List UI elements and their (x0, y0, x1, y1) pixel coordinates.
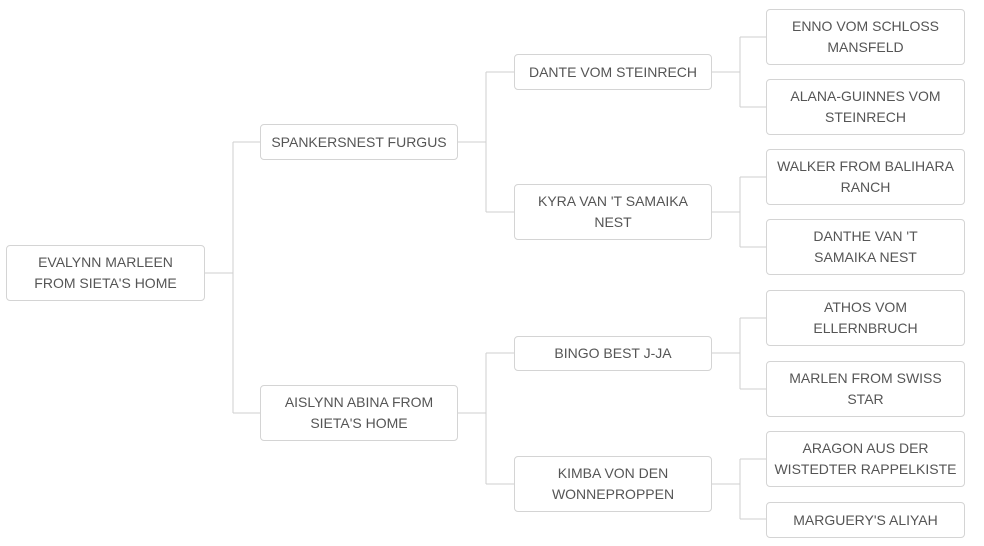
dam-sire-dam-node[interactable]: MARLEN FROM SWISS STAR (766, 361, 965, 417)
dam-sire-node[interactable]: BINGO BEST J-JA (514, 336, 712, 371)
dam-sire-sire-node[interactable]: ATHOS VOM ELLERNBRUCH (766, 290, 965, 346)
connector-dam (458, 352, 514, 485)
sire-dam-sire-node[interactable]: WALKER FROM BALIHARA RANCH (766, 149, 965, 205)
dam-dam-dam-node[interactable]: MARGUERY'S ALIYAH (766, 502, 965, 538)
dam-node[interactable]: AISLYNN ABINA FROM SIETA'S HOME (260, 385, 458, 441)
sire-sire-dam-node[interactable]: ALANA-GUINNES VOM STEINRECH (766, 79, 965, 135)
connector-sire-sire (712, 36, 766, 108)
dam-dam-sire-node[interactable]: ARAGON AUS DER WISTEDTER RAPPELKISTE (766, 431, 965, 487)
connector-subject (205, 141, 260, 414)
connector-dam-sire (712, 317, 766, 390)
sire-sire-sire-node[interactable]: ENNO VOM SCHLOSS MANSFELD (766, 9, 965, 65)
connector-sire-dam (712, 176, 766, 248)
sire-sire-node[interactable]: DANTE VOM STEINRECH (514, 54, 712, 90)
sire-node[interactable]: SPANKERSNEST FURGUS (260, 124, 458, 160)
dam-dam-node[interactable]: KIMBA VON DEN WONNEPROPPEN (514, 456, 712, 512)
connector-dam-dam (712, 458, 766, 520)
sire-dam-dam-node[interactable]: DANTHE VAN 'T SAMAIKA NEST (766, 219, 965, 275)
subject-node[interactable]: EVALYNN MARLEEN FROM SIETA'S HOME (6, 245, 205, 301)
connector-sire (458, 71, 514, 213)
sire-dam-node[interactable]: KYRA VAN 'T SAMAIKA NEST (514, 184, 712, 240)
